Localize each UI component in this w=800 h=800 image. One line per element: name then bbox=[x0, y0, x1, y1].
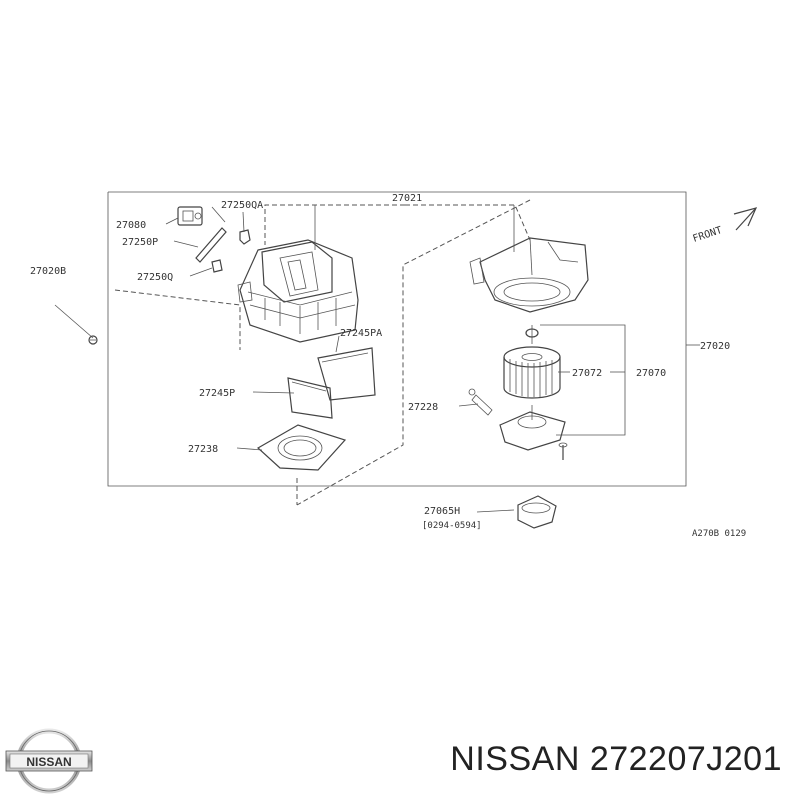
screw-27020B bbox=[88, 335, 98, 345]
bracket-27065H bbox=[517, 495, 557, 529]
label-27020B: 27020B bbox=[30, 266, 66, 277]
nissan-logo: NISSAN bbox=[5, 728, 93, 794]
label-27250QA: 27250QA bbox=[221, 200, 263, 211]
clip-27250QA bbox=[239, 229, 251, 245]
seal-27245PA bbox=[317, 347, 376, 401]
fan-27072 bbox=[503, 346, 561, 399]
label-27080: 27080 bbox=[116, 220, 146, 231]
part-caption: NISSAN 272207J201 bbox=[450, 740, 782, 778]
label-27250Q: 27250Q bbox=[137, 272, 173, 283]
seal-27245P bbox=[287, 377, 333, 419]
label-27021: 27021 bbox=[392, 193, 422, 204]
diagram-ref-code: A270B 0129 bbox=[692, 529, 746, 539]
label-27245PA: 27245PA bbox=[340, 328, 382, 339]
nut-27072-top bbox=[525, 325, 539, 344]
actuator-27080 bbox=[177, 206, 203, 226]
label-27020: 27020 bbox=[700, 341, 730, 352]
label-27070: 27070 bbox=[636, 368, 666, 379]
blower-housing-27020 bbox=[469, 237, 589, 313]
gasket-27238 bbox=[256, 424, 347, 471]
front-label: FRONT bbox=[692, 225, 724, 245]
label-27238: 27238 bbox=[188, 444, 218, 455]
front-arrow-icon: FRONT bbox=[692, 207, 758, 245]
bracket-27070 bbox=[540, 324, 626, 436]
intake-unit-27021 bbox=[237, 239, 359, 343]
leader-lines bbox=[54, 205, 700, 513]
label-27250P: 27250P bbox=[122, 237, 158, 248]
assembly-frame bbox=[107, 191, 687, 487]
link-rod-27250P bbox=[195, 227, 227, 263]
label-27228: 27228 bbox=[408, 402, 438, 413]
motor-27228 bbox=[468, 388, 566, 451]
group-dash-top bbox=[405, 204, 531, 241]
group-dash-left bbox=[264, 204, 405, 245]
group-dash-side bbox=[114, 289, 241, 350]
svg-text:NISSAN: NISSAN bbox=[26, 755, 71, 769]
label-27065H: 27065H bbox=[424, 506, 460, 517]
label-27245P: 27245P bbox=[199, 388, 235, 399]
screw-motor bbox=[558, 442, 568, 460]
clip-27250Q bbox=[211, 259, 223, 273]
label-27072: 27072 bbox=[572, 368, 602, 379]
group-dash-mid bbox=[296, 199, 531, 506]
label-27065H-range: [0294-0594] bbox=[422, 521, 482, 531]
